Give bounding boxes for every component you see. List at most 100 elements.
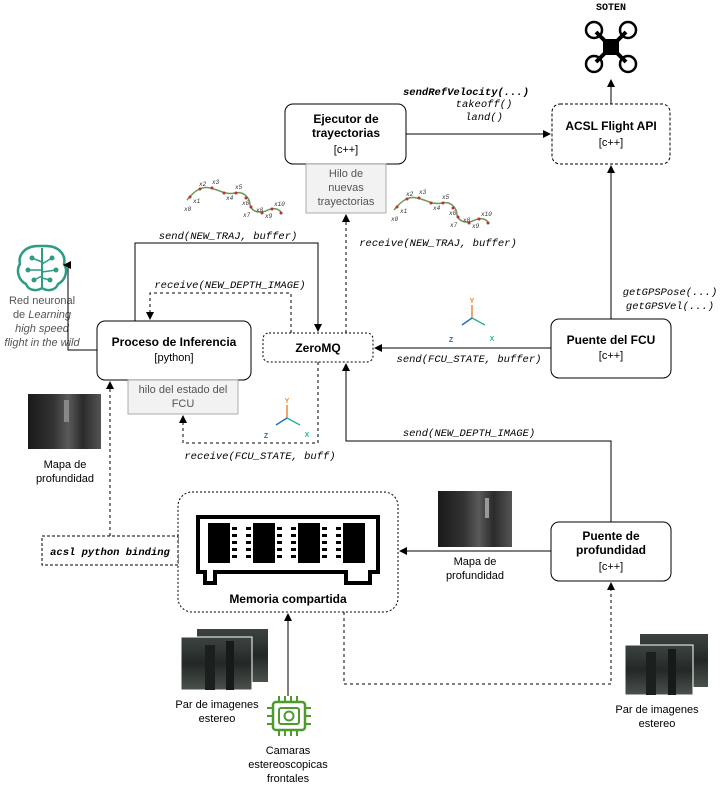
neural-net-line3: high speed [15,323,70,335]
inference-thread-1: hilo del estado del [139,384,228,396]
trajectory-left-labels: x0 x1 x2 x3 x4 x5 x6 x7 x8 x9 x10 [183,179,285,220]
edge-zmq-state-to-inference [179,362,319,444]
label-receive-new-traj: receive(NEW_TRAJ, buffer) [359,238,517,250]
depth-bridge-title-1: Puente de [582,529,640,543]
inference-lang: [python] [154,352,193,364]
neural-net-line2: de Learning [13,309,72,321]
stereo-pair-image-right [624,634,708,696]
fcu-bridge-title: Puente del FCU [567,333,656,347]
neural-net-line4: flight in the wild [4,337,80,349]
stereo-pair-center-line1: Par de imagenes [175,699,259,711]
neural-net-line1: Red neuronal [9,295,75,307]
shared-memory-title: Memoria compartida [229,592,347,606]
traj-left-x8: x8 [255,207,264,214]
traj-right-x8: x8 [462,217,471,224]
zeromq-title: ZeroMQ [295,341,340,355]
cameras-line2: estereoscopicas [248,759,328,771]
executor-thread-1: Hilo de [329,168,363,180]
memory-chip-icon [196,515,380,585]
neural-network-icon [16,244,68,292]
depth-map-image-right [438,491,512,547]
traj-left-x4: x4 [225,195,234,202]
depth-map-left-line1: Mapa de [44,459,87,471]
depth-map-right-highlight [485,498,489,518]
label-get-gps-pose: getGPSPose(...) [623,287,718,299]
traj-left-x9: x9 [264,213,273,220]
label-get-gps-vel: getGPSVel(...) [626,301,714,313]
traj-left-x10: x10 [273,201,285,208]
flight-api-lang: [c++] [599,137,623,149]
label-send-fcu-state: send(FCU_STATE, buffer) [397,354,542,366]
executor-title-1: Ejecutor de [313,112,379,126]
traj-right-x9: x9 [471,223,480,230]
binding-label: acsl python binding [50,547,170,559]
inference-thread-2: FCU [172,398,195,410]
trajectory-sketch-right [393,196,490,225]
executor-thread-3: trayectorias [318,196,375,208]
traj-left-x5: x5 [234,184,243,191]
edge-memory-to-depth [343,582,615,685]
depth-map-left-line2: profundidad [36,473,94,485]
label-send-new-traj: send(NEW_TRAJ, buffer) [159,231,298,243]
label-send-ref-velocity: sendRefVelocity(...) [403,87,529,99]
edge-inference-to-net [63,261,97,351]
axis-center-z: Z [264,433,269,440]
stereo-pair-right-line1: Par de imagenes [615,704,699,716]
executor-thread-box [305,163,387,214]
traj-left-x2: x2 [198,181,207,188]
axis-triad-icon-center [275,405,301,426]
label-receive-fcu-state: receive(FCU_STATE, buff) [184,451,335,463]
axis-triad-icon-right [461,305,486,326]
fcu-bridge-lang: [c++] [599,350,623,362]
traj-left-x1: x1 [192,198,201,205]
depth-map-right-line1: Mapa de [454,556,497,568]
trajectory-sketch-left [186,186,283,215]
cameras-line3: frontales [267,773,310,785]
axis-center-y: Y [285,398,290,405]
traj-left-x0: x0 [183,206,192,213]
edge-zmq-depth-to-inference [146,292,292,333]
executor-title-2: trayectorias [312,126,380,140]
shared-memory-box [177,491,399,613]
depth-bridge-title-2: profundidad [576,543,646,557]
traj-right-x1: x1 [399,208,408,215]
traj-right-x5: x5 [441,194,450,201]
traj-left-x7: x7 [242,212,251,219]
traj-right-x0: x0 [390,216,399,223]
camera-chip-icon [267,696,311,736]
binding-box [41,535,179,566]
inference-title: Proceso de Inferencia [112,335,237,349]
axis-right-z: Z [449,337,454,344]
traj-right-x10: x10 [480,211,492,218]
axis-center-x: X [305,432,310,439]
axis-right-x: X [490,336,495,343]
traj-left-x3: x3 [211,179,220,186]
cameras-line1: Camaras [266,745,311,757]
label-send-new-depth: send(NEW_DEPTH_IMAGE) [403,428,535,440]
depth-map-left-highlight [64,400,69,422]
traj-left-x6: x6 [241,200,250,207]
flight-api-box [551,103,671,165]
label-land: land() [465,112,503,124]
zeromq-box [262,332,374,363]
stereo-pair-right-line2: estereo [639,718,676,730]
label-receive-new-depth: receive(NEW_DEPTH_IMAGE) [154,280,305,292]
axis-right-y: Y [470,298,475,305]
trajectory-right-labels: x0 x1 x2 x3 x4 x5 x6 x7 x8 x9 x10 [390,189,492,230]
traj-right-x3: x3 [418,189,427,196]
inference-box [96,320,252,381]
traj-right-x2: x2 [405,191,414,198]
traj-right-x7: x7 [449,222,458,229]
drone-label: SOTEN [596,3,626,14]
traj-right-x4: x4 [432,205,441,212]
edge-inference-send-traj [134,242,322,332]
depth-map-right-line2: profundidad [446,570,504,582]
flight-api-title: ACSL Flight API [565,119,656,133]
stereo-pair-image-center [180,629,268,691]
traj-right-x6: x6 [448,210,457,217]
executor-thread-2: nuevas [328,182,364,194]
executor-lang: [c++] [334,144,358,156]
drone-icon [584,20,638,74]
inference-thread-box [127,379,239,415]
